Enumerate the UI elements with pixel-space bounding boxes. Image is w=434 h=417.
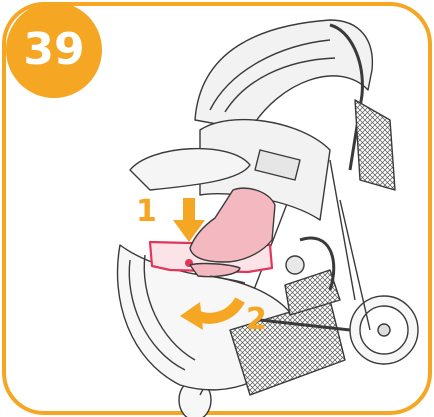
- step-number: 39: [6, 26, 102, 74]
- step-label-push: 1: [136, 197, 157, 227]
- step-label-rotate: 2: [246, 305, 267, 335]
